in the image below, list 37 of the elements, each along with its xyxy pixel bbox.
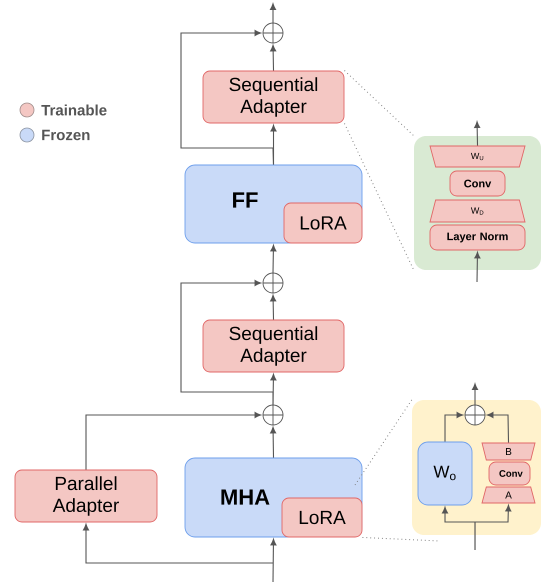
arrow xyxy=(270,3,276,23)
legend-label: Trainable xyxy=(41,104,107,116)
arrow xyxy=(444,412,464,442)
sum-circle xyxy=(262,22,284,44)
arrow xyxy=(270,538,276,582)
trapezoid-block: B xyxy=(481,442,536,460)
arrow xyxy=(180,30,274,165)
sum-circle xyxy=(262,272,284,294)
dotted-line xyxy=(354,399,412,486)
arrow xyxy=(83,524,273,564)
sum-circle xyxy=(464,404,486,426)
arrow xyxy=(270,426,276,458)
conv-box: Conv xyxy=(450,170,506,196)
arrow xyxy=(270,44,276,71)
module-box: W$_{o}$ xyxy=(418,442,472,506)
arrow xyxy=(486,412,510,443)
norm-box: Layer Norm xyxy=(430,224,526,250)
adapter-box: Sequential Adapter xyxy=(202,70,344,124)
arrow xyxy=(270,294,276,320)
arrow xyxy=(474,121,480,146)
arrow xyxy=(180,280,274,405)
adapter-box: Parallel Adapter xyxy=(14,470,158,522)
legend-label: Frozen xyxy=(42,130,90,140)
dotted-line xyxy=(344,122,414,271)
arrow xyxy=(85,412,262,470)
conv-box: Conv xyxy=(488,462,530,486)
lora-box: LoRA xyxy=(282,498,362,538)
sum-circle xyxy=(262,404,284,426)
trapezoid-block: W$_{U}$ xyxy=(429,146,526,168)
lora-box: LoRA xyxy=(284,202,362,244)
dotted-line xyxy=(344,70,414,136)
arrow xyxy=(474,252,480,282)
arrow xyxy=(474,504,512,550)
dotted-line xyxy=(362,536,440,542)
arrow xyxy=(472,383,478,405)
arrow xyxy=(270,244,276,273)
adapter-box: Sequential Adapter xyxy=(202,320,344,372)
